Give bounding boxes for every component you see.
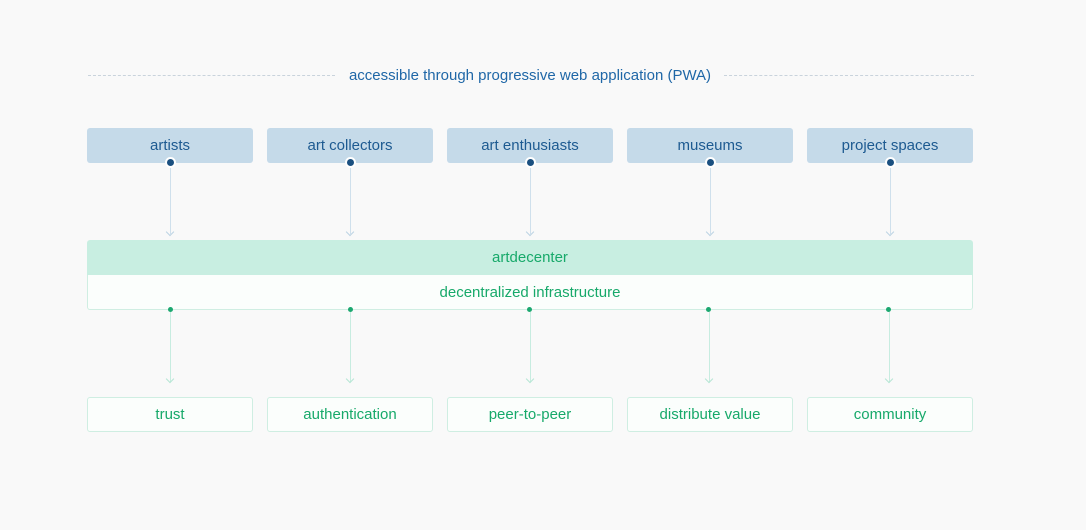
connector-line — [530, 164, 531, 234]
feature-box-peer-to-peer: peer-to-peer — [447, 397, 613, 432]
arrow-down-icon — [345, 227, 355, 237]
connector-line — [170, 164, 171, 234]
connector-dot-icon — [348, 307, 353, 312]
feature-box-distribute-value: distribute value — [627, 397, 793, 432]
pwa-label: accessible through progressive web appli… — [348, 67, 712, 84]
infrastructure-box: decentralized infrastructure — [87, 275, 973, 310]
arrow-down-icon — [165, 227, 175, 237]
connector-line — [350, 164, 351, 234]
connector-dot-icon — [168, 307, 173, 312]
pwa-divider-right — [724, 75, 974, 76]
arrow-down-icon — [884, 374, 894, 384]
connector-dot-icon — [886, 307, 891, 312]
connector-dot-icon — [706, 307, 711, 312]
feature-box-trust: trust — [87, 397, 253, 432]
arrow-down-icon — [165, 374, 175, 384]
connector-line — [530, 312, 531, 382]
connector-dot-icon — [705, 157, 716, 168]
arrow-down-icon — [345, 374, 355, 384]
connector-line — [890, 164, 891, 234]
connector-line — [709, 312, 710, 382]
connector-line — [710, 164, 711, 234]
connector-line — [350, 312, 351, 382]
platform-box: artdecenter — [87, 240, 973, 275]
pwa-divider-left — [88, 75, 335, 76]
feature-box-community: community — [807, 397, 973, 432]
connector-dot-icon — [885, 157, 896, 168]
connector-line — [889, 312, 890, 382]
connector-line — [170, 312, 171, 382]
arrow-down-icon — [885, 227, 895, 237]
connector-dot-icon — [525, 157, 536, 168]
feature-box-authentication: authentication — [267, 397, 433, 432]
arrow-down-icon — [704, 374, 714, 384]
connector-dot-icon — [165, 157, 176, 168]
arrow-down-icon — [705, 227, 715, 237]
connector-dot-icon — [527, 307, 532, 312]
arrow-down-icon — [525, 374, 535, 384]
arrow-down-icon — [525, 227, 535, 237]
connector-dot-icon — [345, 157, 356, 168]
